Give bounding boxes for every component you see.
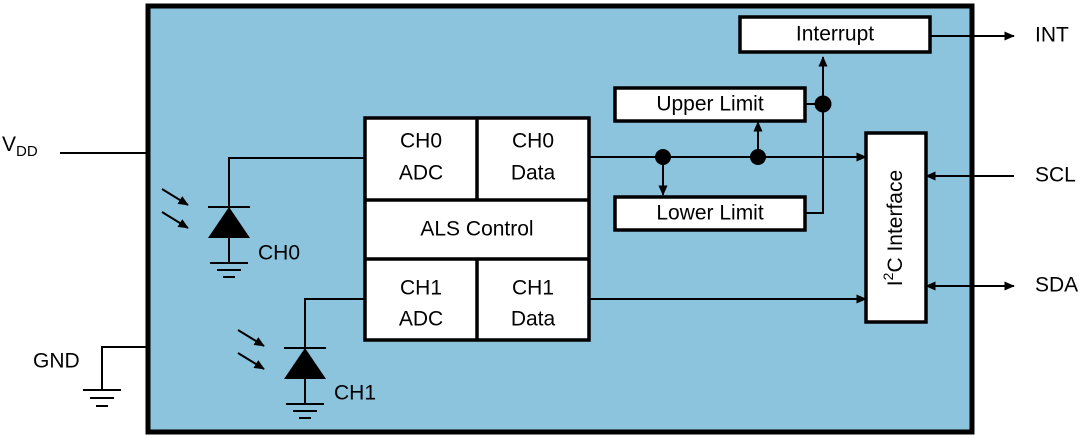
photodiode-icon bbox=[284, 348, 326, 379]
ch0-data-label-line2: Data bbox=[511, 162, 556, 185]
junction-dot-icon bbox=[814, 95, 832, 113]
ch0-adc-label-line1: CH0 bbox=[400, 130, 442, 153]
interrupt-label: Interrupt bbox=[796, 23, 874, 46]
ch1-data-label-line2: Data bbox=[511, 308, 556, 331]
vdd-label-main: V bbox=[2, 133, 16, 156]
light-arrow-icon bbox=[161, 188, 189, 229]
junction-dot-icon bbox=[655, 149, 671, 165]
vdd-label-sub: DD bbox=[16, 143, 38, 160]
junction-dot-icon bbox=[750, 149, 766, 165]
i2c-interface-label: I2C Interface bbox=[880, 170, 907, 286]
ch1-adc-input-wire bbox=[304, 298, 365, 358]
ch1-adc-label-line1: CH1 bbox=[400, 277, 442, 300]
pin-label-sda: SDA bbox=[1035, 274, 1078, 297]
pin-label-int: INT bbox=[1035, 24, 1069, 47]
ch1-photodiode-label: CH1 bbox=[334, 382, 376, 405]
ch0-photodiode: CH0 bbox=[161, 188, 300, 278]
light-arrow-icon bbox=[237, 329, 265, 370]
pin-label-vdd: VDD bbox=[2, 133, 38, 160]
block-interrupt[interactable] bbox=[738, 15, 932, 54]
gnd-pin-wire bbox=[101, 346, 148, 390]
lower-limit-label: Lower Limit bbox=[656, 202, 764, 225]
ground-icon bbox=[286, 403, 324, 419]
block-ch1-adc[interactable]: CH1 ADC bbox=[399, 277, 443, 331]
ch0-adc-label-line2: ADC bbox=[399, 162, 443, 185]
ch1-adc-label-line2: ADC bbox=[399, 308, 443, 331]
ch0-photodiode-label: CH0 bbox=[258, 242, 300, 265]
pin-label-scl: SCL bbox=[1035, 164, 1076, 187]
block-ch1-data[interactable]: CH1 Data bbox=[511, 277, 556, 331]
ch0-adc-input-wire bbox=[228, 157, 365, 217]
i2c-label-sup: 2 bbox=[880, 272, 896, 280]
upper-limit-label: Upper Limit bbox=[656, 93, 764, 116]
gnd-ground-icon bbox=[83, 389, 121, 407]
als-control-label: ALS Control bbox=[420, 218, 533, 241]
lower-limit-out-wire bbox=[805, 104, 824, 214]
block-i2c-interface[interactable] bbox=[864, 131, 928, 324]
pin-label-gnd: GND bbox=[33, 350, 80, 373]
block-ch0-data[interactable]: CH0 Data bbox=[511, 130, 556, 185]
ch1-photodiode: CH1 bbox=[237, 329, 376, 419]
photodiode-icon bbox=[208, 207, 250, 238]
ch0-data-label-line1: CH0 bbox=[512, 130, 554, 153]
ground-icon bbox=[210, 262, 248, 278]
ch1-data-label-line1: CH1 bbox=[512, 277, 554, 300]
i2c-label-suffix: C Interface bbox=[884, 170, 907, 273]
block-ch0-adc[interactable]: CH0 ADC bbox=[399, 130, 443, 185]
i2c-label-prefix: I bbox=[884, 280, 907, 286]
block-als-control[interactable]: ALS Control bbox=[420, 218, 533, 241]
